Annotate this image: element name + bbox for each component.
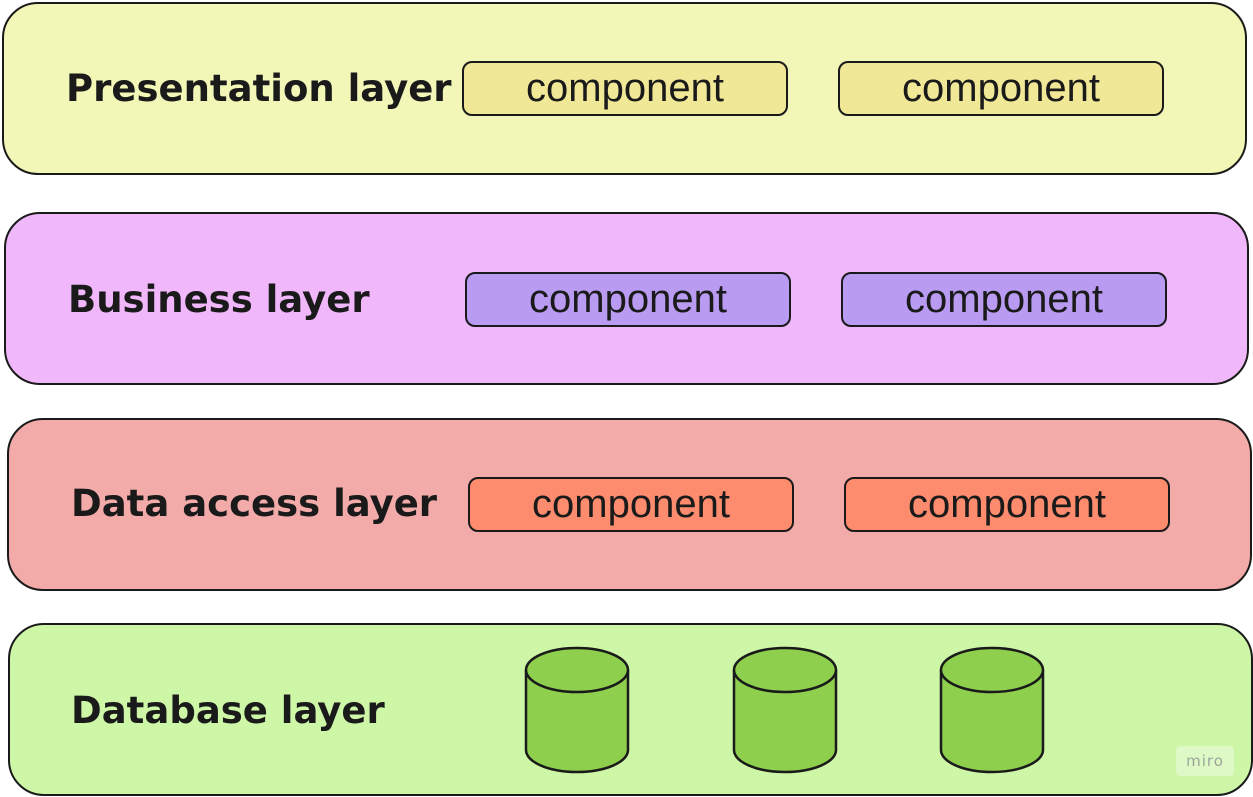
- database-icon[interactable]: [939, 646, 1045, 774]
- presentation-component-2[interactable]: component: [838, 61, 1164, 116]
- presentation-component-1[interactable]: component: [462, 61, 788, 116]
- database-layer-label: Database layer: [71, 689, 385, 732]
- data-access-component-2[interactable]: component: [844, 477, 1170, 532]
- business-component-2[interactable]: component: [841, 272, 1167, 327]
- data-access-component-1[interactable]: component: [468, 477, 794, 532]
- miro-watermark: miro: [1176, 746, 1234, 776]
- database-icon[interactable]: [524, 646, 630, 774]
- business-layer-label: Business layer: [68, 278, 370, 321]
- data-access-layer-label: Data access layer: [71, 482, 438, 525]
- business-component-1[interactable]: component: [465, 272, 791, 327]
- database-layer: [8, 623, 1253, 796]
- database-icon[interactable]: [732, 646, 838, 774]
- presentation-layer-label: Presentation layer: [66, 67, 452, 110]
